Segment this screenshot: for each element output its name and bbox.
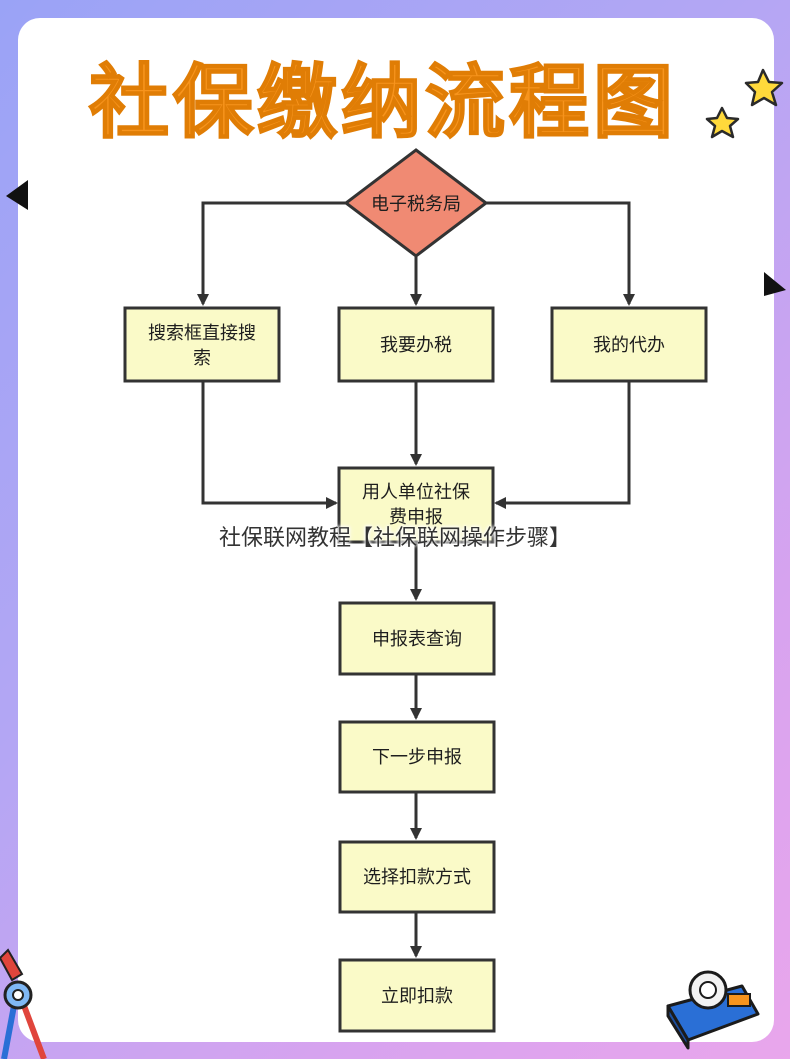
node-query-label: 申报表查询 (372, 629, 462, 650)
node-payment-method: 选择扣款方式 (338, 840, 496, 914)
star-icon (744, 68, 784, 107)
node-next-label: 下一步申报 (372, 747, 462, 768)
node-tax-label: 我要办税 (380, 335, 452, 356)
watermark-caption: 社保联网教程【社保联网操作步骤】 (218, 526, 571, 551)
node-search-label-line1: 搜索框直接搜 (148, 323, 256, 344)
node-search-label-line2: 索 (193, 348, 211, 369)
triangle-arrow-icon (764, 272, 786, 296)
node-tax: 我要办税 (337, 306, 495, 383)
edge-agent-to-declare (494, 381, 631, 509)
node-declare: 用人单位社保 费申报 (337, 466, 495, 544)
node-declare-label-line1: 用人单位社保 (362, 482, 470, 503)
connectors (197, 201, 635, 958)
edge-search-to-declare (201, 381, 338, 509)
node-search: 搜索框直接搜 索 (123, 306, 281, 383)
edge-start-to-agent (482, 201, 635, 306)
tape-dispenser-icon (666, 970, 760, 1050)
node-pay-now-label: 立即扣款 (381, 986, 453, 1007)
node-payment-method-label: 选择扣款方式 (363, 867, 471, 888)
star-icon (705, 106, 740, 139)
node-start: 电子税务局 (343, 148, 489, 258)
node-agent: 我的代办 (550, 306, 708, 383)
node-pay-now: 立即扣款 (338, 958, 496, 1033)
node-next: 下一步申报 (338, 720, 496, 794)
compass-icon (0, 948, 47, 1059)
node-agent-label: 我的代办 (593, 335, 665, 356)
page-title: 社保缴纳流程图 (88, 55, 677, 150)
node-declare-label-line2: 费申报 (389, 507, 443, 528)
node-start-label: 电子税务局 (371, 194, 461, 215)
edge-start-to-search (197, 201, 350, 306)
triangle-arrow-icon (6, 180, 28, 210)
node-query: 申报表查询 (338, 601, 496, 676)
